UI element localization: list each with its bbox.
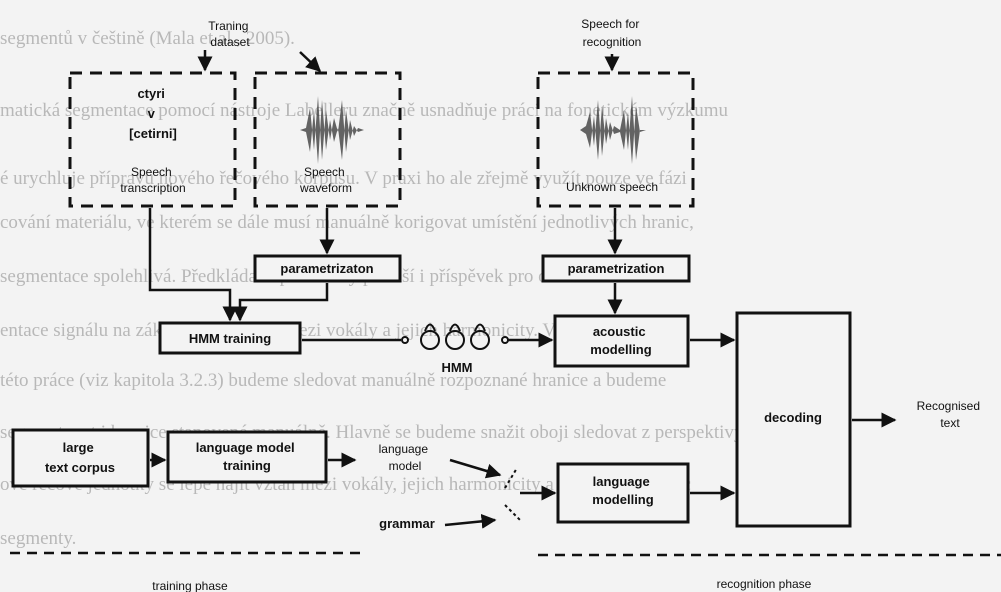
unknown-speech-waveform-icon bbox=[580, 96, 646, 164]
hmm-chain-icon bbox=[401, 323, 509, 350]
background-line: é urychluje přípravu nového řečového kor… bbox=[0, 168, 687, 189]
language-modelling-label: language modelling bbox=[592, 474, 653, 507]
speech-for-recognition-label: Speech for recognition bbox=[581, 17, 642, 49]
line: text corpus bbox=[45, 460, 115, 475]
hmm-training-label: HMM training bbox=[189, 331, 271, 346]
language-model-training-box bbox=[166, 430, 328, 484]
line: ctyri bbox=[137, 86, 164, 101]
acoustic-modelling-box bbox=[553, 314, 690, 368]
line: large bbox=[63, 440, 94, 455]
edge-lm-to-switch bbox=[449, 458, 502, 479]
line: modelling bbox=[592, 492, 653, 507]
background-line: segmenty. bbox=[0, 528, 77, 549]
hmm-training-box bbox=[158, 321, 302, 355]
transcription-text: ctyri v [cetirni] bbox=[129, 86, 177, 141]
language-model-label: language model bbox=[379, 442, 432, 473]
speech-waveform-icon bbox=[300, 96, 364, 164]
line: language model bbox=[196, 440, 295, 455]
line: v bbox=[148, 106, 156, 121]
transcription-dashed-box bbox=[68, 71, 237, 208]
edge-grammar-to-switch bbox=[444, 513, 497, 529]
language-model-training-label: language model training bbox=[196, 440, 299, 473]
decoding-label: decoding bbox=[764, 410, 822, 425]
language-modelling-box bbox=[556, 462, 690, 524]
line: waveform bbox=[299, 181, 352, 195]
line: modelling bbox=[590, 342, 651, 357]
training-phase-label: training phase bbox=[152, 579, 228, 592]
grammar-label: grammar bbox=[379, 516, 435, 531]
background-line: této práce (viz kapitola 3.2.3) budeme s… bbox=[0, 370, 667, 391]
line: transcription bbox=[120, 181, 185, 195]
edge-dataset-to-waveform bbox=[299, 51, 322, 73]
parametrization-training-label: parametrizaton bbox=[280, 261, 373, 276]
line: Speech for bbox=[581, 17, 639, 31]
line: acoustic bbox=[593, 324, 646, 339]
waveform-dashed-box bbox=[253, 71, 402, 208]
recognition-phase-label: recognition phase bbox=[717, 577, 812, 591]
recognised-text-label: Recognised text bbox=[917, 399, 984, 430]
line: text bbox=[940, 416, 960, 430]
line: Speech bbox=[304, 165, 345, 179]
background-line: cování materiálu, ve kterém se dále musí… bbox=[0, 212, 694, 233]
line: Traning bbox=[208, 19, 248, 33]
speech-waveform-label: Speech waveform bbox=[299, 165, 352, 195]
background-line: entace signálu na základě souvislosti me… bbox=[0, 320, 623, 341]
model-selector-switch-icon bbox=[504, 467, 521, 521]
unknown-speech-label: Unknown speech bbox=[566, 180, 658, 194]
line: language bbox=[379, 442, 429, 456]
line: model bbox=[389, 459, 422, 473]
line: language bbox=[593, 474, 650, 489]
training-dataset-label: Traning dataset bbox=[208, 19, 252, 49]
background-line: segmentů v češtině (Mala et al., 2005). bbox=[0, 28, 295, 49]
line: training bbox=[223, 458, 271, 473]
edge-transcription-to-hmm-training bbox=[148, 208, 238, 322]
acoustic-modelling-label: acoustic modelling bbox=[590, 324, 651, 357]
parametrization-recognition-label: parametrization bbox=[568, 261, 665, 276]
line: recognition bbox=[583, 35, 642, 49]
connectors bbox=[148, 50, 897, 529]
speech-transcription-label: Speech transcription bbox=[120, 165, 185, 195]
parametrization-training-box bbox=[253, 254, 402, 283]
line: [cetirni] bbox=[129, 126, 177, 141]
line: Recognised bbox=[917, 399, 980, 413]
large-text-corpus-box bbox=[11, 428, 150, 488]
parametrization-recognition-box bbox=[541, 254, 691, 283]
decoding-box bbox=[735, 311, 852, 528]
edge-param-to-hmm-training bbox=[232, 283, 329, 322]
unknown-speech-dashed-box bbox=[536, 71, 695, 208]
hmm-label: HMM bbox=[441, 360, 472, 375]
large-text-corpus-label: large text corpus bbox=[45, 440, 115, 475]
background-line: matická segmentace pomocí nástroje Label… bbox=[0, 100, 729, 121]
line: Speech bbox=[131, 165, 172, 179]
line: dataset bbox=[210, 35, 250, 49]
